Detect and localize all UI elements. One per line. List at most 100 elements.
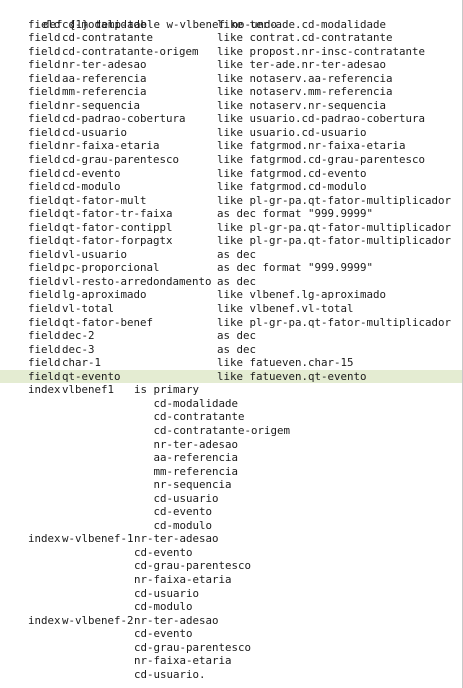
field-keyword: field [28,17,61,31]
code-line-index-component: cd-usuario [0,492,462,506]
field-name: vl-total [62,302,115,316]
index-component: aa-referencia [134,451,239,465]
field-name: qt-fator-contippl [62,220,173,234]
index-component: cd-evento [134,545,193,559]
field-name: cd-usuario [62,125,128,139]
field-keyword: field [28,288,61,302]
code-line-index-component: cd-usuario [0,587,462,601]
field-keyword: field [28,125,61,139]
field-definition: as dec format "999.9999" [217,207,374,221]
field-definition: like ter-ade.nr-ter-adesao [217,58,387,72]
field-keyword: field [28,356,61,370]
code-line-header: def {1} temp-table w-vlbenef no-undo [0,4,462,31]
field-keyword: field [28,261,61,275]
field-name: vl-resto-arredondamento [62,274,212,288]
field-definition: like fatgrmod.nr-faixa-etaria [217,139,406,153]
field-keyword: field [28,139,61,153]
field-keyword: field [28,193,61,207]
field-definition: like fatgrmod.cd-evento [217,166,367,180]
index-component: cd-modulo [134,600,193,614]
index-component: cd-modalidade [134,396,239,410]
code-line-index-component: cd-evento [0,627,462,641]
index-keyword: index [28,613,61,627]
field-definition: like pl-gr-pa.qt-fator-multiplicador [217,193,452,207]
field-keyword: field [28,98,61,112]
index-keyword: index [28,532,61,546]
field-name: vl-usuario [62,247,128,261]
index-component: cd-modulo [134,518,213,532]
field-name: aa-referencia [62,71,147,85]
field-definition: like notaserv.mm-referencia [217,85,393,99]
field-definition: as dec [217,329,257,343]
field-definition: like notaserv.aa-referencia [217,71,393,85]
field-definition: like pl-gr-pa.qt-fator-multiplicador [217,315,452,329]
field-definition: as dec [217,247,257,261]
code-line-index-component: nr-ter-adesao [0,438,462,452]
index-keyword: index [28,383,61,397]
field-name: cd-padrao-cobertura [62,112,186,126]
code-line-index-component: nr-faixa-etaria [0,573,462,587]
code-line-index-component: cd-modalidade [0,397,462,411]
field-definition: like propost.nr-insc-contratante [217,44,426,58]
field-definition: like contrat.cd-contratante [217,31,393,45]
field-keyword: field [28,166,61,180]
index-component: cd-usuario [134,491,219,505]
field-name: qt-evento [62,369,121,383]
field-definition: like ter-ade.cd-modalidade [217,17,387,31]
field-name: nr-faixa-etaria [62,139,160,153]
field-keyword: field [28,71,61,85]
index-component: cd-contratante [134,410,245,424]
field-keyword: field [28,342,61,356]
field-name: cd-grau-parentesco [62,153,180,167]
index-name: w-vlbenef-1 [62,532,134,546]
field-definition: as dec [217,342,257,356]
code-line-index-component: cd-evento [0,505,462,519]
field-name: qt-fator-benef [62,315,154,329]
code-line-index-component: aa-referencia [0,451,462,465]
field-keyword: field [28,274,61,288]
index-component: nr-faixa-etaria [134,654,232,668]
field-name: char-1 [62,356,102,370]
code-line-index-component: cd-grau-parentesco [0,559,462,573]
field-definition: like fatgrmod.cd-modulo [217,180,367,194]
field-name: cd-contratante-origem [62,44,199,58]
field-keyword: field [28,44,61,58]
field-keyword: field [28,247,61,261]
field-keyword: field [28,234,61,248]
field-keyword: field [28,153,61,167]
index-component: cd-grau-parentesco [134,559,252,573]
field-definition: like vlbenef.lg-aproximado [217,288,387,302]
field-keyword: field [28,112,61,126]
code-line-index-component: cd-modulo [0,519,462,533]
index-component: cd-evento [134,505,213,519]
field-name: dec-2 [62,329,95,343]
field-definition: like vlbenef.vl-total [217,302,354,316]
code-line-index-component: cd-evento [0,546,462,560]
code-line-index-component: mm-referencia [0,465,462,479]
field-name: cd-evento [62,166,121,180]
field-definition: as dec [217,274,257,288]
field-definition: like fatueven.qt-evento [217,369,367,383]
field-name: nr-ter-adesao [62,58,147,72]
field-keyword: field [28,220,61,234]
code-line-index-component: cd-modulo [0,600,462,614]
index-component: cd-contratante-origem [134,423,291,437]
